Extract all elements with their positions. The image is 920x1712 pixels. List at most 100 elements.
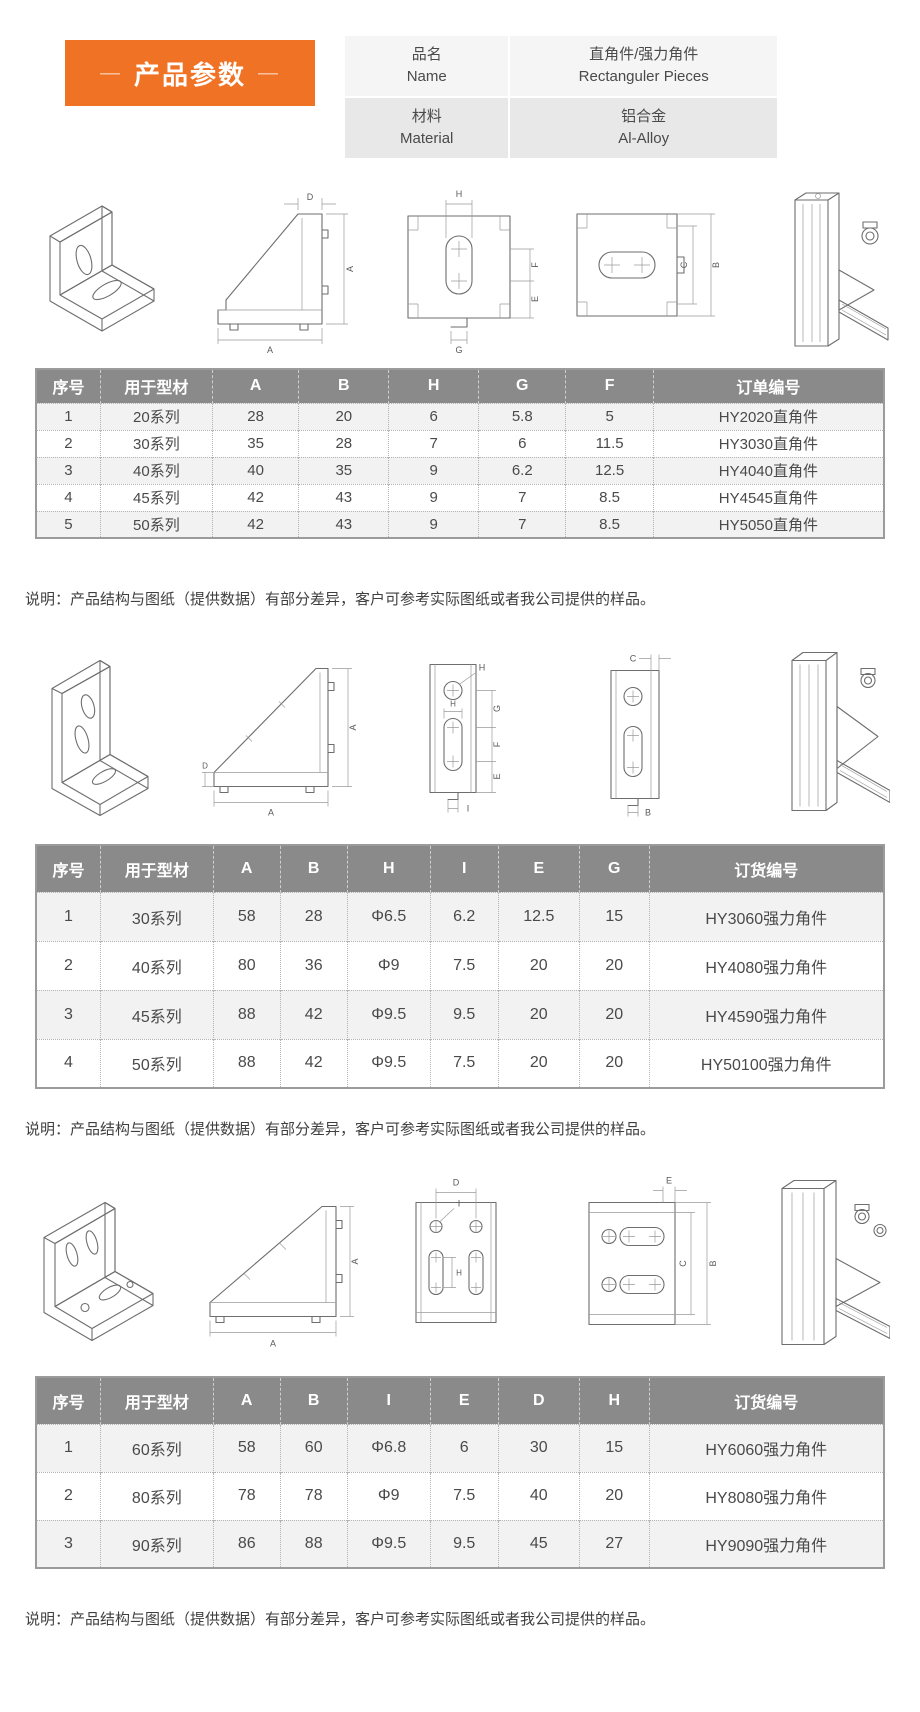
bracket-back-view-drawing: C B — [610, 654, 671, 818]
table-cell: 7 — [478, 483, 567, 511]
table-cell: HY4080强力角件 — [649, 940, 884, 990]
column-header: I — [430, 845, 499, 892]
table-cell: 45系列 — [100, 989, 214, 1039]
table-cell: Φ9.5 — [347, 989, 431, 1039]
page-title: 产品参数 — [133, 59, 246, 90]
dim-label-b: B — [645, 808, 651, 818]
table-cell: 50系列 — [100, 510, 213, 538]
table-cell: 20 — [579, 989, 650, 1039]
column-header: 订单编号 — [653, 369, 884, 403]
column-header: G — [579, 845, 650, 892]
dim-label-e: E — [530, 296, 540, 302]
dim-label-f: F — [492, 741, 502, 747]
table-cell: 42 — [212, 510, 300, 538]
note-text: 说明：产品结构与图纸（提供数据）有部分差异，客户可参考实际图纸或者我公司提供的样… — [25, 591, 656, 608]
column-header: D — [498, 1377, 581, 1424]
dim-label-c: C — [679, 261, 689, 268]
column-header: 用于型材 — [100, 369, 213, 403]
table-cell: 9.5 — [430, 989, 499, 1039]
table-cell: 3 — [36, 456, 101, 484]
banner-dash-left: — — [99, 61, 122, 84]
column-header: B — [298, 369, 390, 403]
table-cell: 9 — [388, 456, 480, 484]
dim-label-b: B — [708, 1260, 718, 1266]
table-cell: 1 — [36, 402, 101, 430]
table-cell: 88 — [213, 1038, 281, 1088]
product-info-table: 品名 Name 直角件/强力角件 Rectanguler Pieces 材料 M… — [345, 36, 777, 158]
dim-label-e: E — [666, 1176, 672, 1186]
bracket-side-view-drawing: A A — [209, 1205, 360, 1349]
drawings-row-right-angle: D A A H F E G C — [0, 178, 920, 356]
table-cell: HY4590强力角件 — [649, 989, 884, 1039]
table-cell: 40 — [212, 456, 300, 484]
table-cell: 58 — [213, 1423, 281, 1472]
column-header: A — [213, 845, 281, 892]
bracket-front-view-drawing: H H G F E I — [428, 663, 502, 814]
dim-label-d: D — [452, 1178, 459, 1188]
info-value-name: 直角件/强力角件 Rectanguler Pieces — [510, 36, 777, 96]
table-cell: 42 — [280, 989, 348, 1039]
table-cell: 2 — [36, 1471, 101, 1520]
table-cell: HY50100强力角件 — [649, 1038, 884, 1088]
table-cell: 80 — [213, 940, 281, 990]
note-text: 说明：产品结构与图纸（提供数据）有部分差异，客户可参考实际图纸或者我公司提供的样… — [25, 1611, 656, 1628]
bracket-side-view-drawing: D A A — [202, 667, 358, 818]
table-cell: 20 — [498, 940, 581, 990]
table-cell: 40系列 — [100, 456, 213, 484]
table-cell: 88 — [280, 1519, 348, 1568]
table-cell: 5 — [36, 510, 101, 538]
column-header: E — [430, 1377, 499, 1424]
table-cell: 88 — [213, 989, 281, 1039]
table-cell: 40 — [498, 1471, 581, 1520]
table-cell: 35 — [212, 429, 300, 457]
dim-label-d: D — [307, 192, 314, 202]
dim-label-i: I — [466, 804, 469, 814]
table-cell: 1 — [36, 1423, 101, 1472]
dim-label-h-leader: H — [478, 663, 485, 673]
header-section: — 产品参数 — 品名 Name 直角件/强力角件 Rectanguler Pi… — [0, 0, 920, 158]
column-header: G — [478, 369, 567, 403]
table-cell: 42 — [280, 1038, 348, 1088]
dim-label-a-vertical: A — [348, 724, 358, 730]
table-cell: 9 — [388, 483, 480, 511]
table-cell: 7 — [388, 429, 480, 457]
table-cell: Φ9 — [347, 940, 431, 990]
table-cell: 28 — [280, 891, 348, 941]
table-cell: 6 — [388, 402, 480, 430]
drawings-row-strong-bracket-large: A A D I H E — [0, 1159, 920, 1364]
dim-label-a-vertical: A — [345, 266, 355, 272]
column-header: F — [565, 369, 654, 403]
table-cell: 30系列 — [100, 891, 214, 941]
table-cell: HY8080强力角件 — [649, 1471, 884, 1520]
dim-label-e: E — [492, 773, 502, 779]
table-cell: 20 — [498, 989, 581, 1039]
table-cell: 1 — [36, 891, 101, 941]
table-cell: 50系列 — [100, 1038, 214, 1088]
table-cell: 7 — [478, 510, 567, 538]
bracket-side-view-drawing: D A A — [217, 192, 355, 355]
table-cell: 2 — [36, 940, 101, 990]
table-cell: 11.5 — [565, 429, 654, 457]
table-cell: 78 — [280, 1471, 348, 1520]
dim-label-b: B — [711, 262, 721, 268]
table-cell: 4 — [36, 1038, 101, 1088]
dim-label-g: G — [455, 345, 462, 355]
column-header: H — [388, 369, 480, 403]
info-value-material: 铝合金 Al-Alloy — [510, 98, 777, 158]
table-cell: 90系列 — [100, 1519, 214, 1568]
table-cell: 5 — [565, 402, 654, 430]
bracket-isometric-drawing — [51, 659, 149, 817]
note-text: 说明：产品结构与图纸（提供数据）有部分差异，客户可参考实际图纸或者我公司提供的样… — [25, 1121, 656, 1138]
dim-label-c: C — [630, 654, 637, 664]
